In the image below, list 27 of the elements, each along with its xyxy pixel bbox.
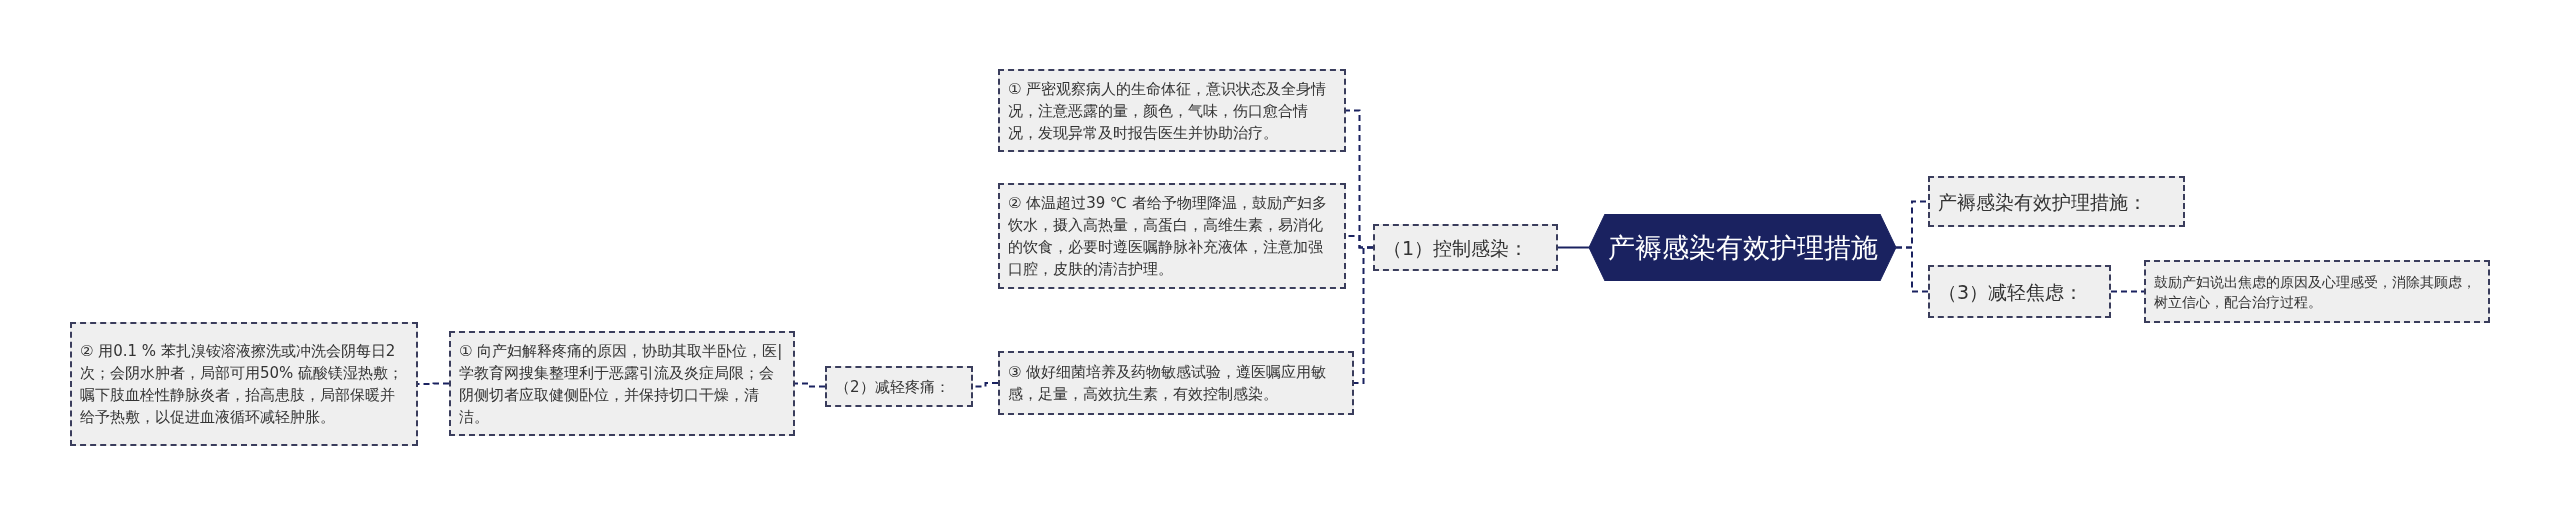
connector-line bbox=[2110, 290, 2145, 293]
connector-line bbox=[1557, 246, 1590, 249]
node-text: （3）减轻焦虑： bbox=[1938, 280, 2084, 303]
node-text: 鼓励产妇说出焦虑的原因及心理感受，消除其顾虑，树立信心，配合治疗过程。 bbox=[2154, 272, 2477, 312]
note-box bbox=[998, 69, 1346, 152]
connector-line bbox=[794, 382, 826, 388]
node-text: ② 用0.1 % 苯扎溴铵溶液擦洗或冲洗会阴每日2 次；会阴水肿者，局部可用50% 硫酸镁湿热敷；嘱下肢血栓性静脉炎者，抬高患肢，局部保暖并给予热敷，以促进血液循环减轻肿胀。 bbox=[80, 341, 405, 428]
topic-box bbox=[825, 366, 973, 407]
topic-box bbox=[1928, 176, 2185, 227]
note-box bbox=[998, 351, 1354, 415]
topic-box bbox=[1373, 224, 1558, 271]
node-text: ① 严密观察病人的生命体征，意识状态及全身情况，注意恶露的量，颜色，气味，伤口愈合情况，发现异常及时报告医生并协助治疗。 bbox=[1008, 78, 1328, 144]
node-text: （1）控制感染： bbox=[1383, 236, 1529, 259]
central-topic-hexagon bbox=[1589, 214, 1896, 281]
note-box bbox=[998, 183, 1346, 289]
connector-line bbox=[1895, 246, 1929, 293]
node-text: 产褥感染有效护理措施： bbox=[1938, 190, 2147, 213]
connector-line bbox=[1353, 246, 1374, 384]
note-box bbox=[70, 322, 418, 446]
note-box bbox=[2144, 260, 2490, 323]
topic-box bbox=[1928, 265, 2111, 318]
node-text: ② 体温超过39 ℃ 者给予物理降温，鼓励产妇多饮水，摄入高热量，高蛋白，高维生素，易消化的饮食，必要时遵医嘱静脉补充液体，注意加强口腔，皮肤的清洁护理。 bbox=[1008, 193, 1328, 280]
node-text: ① 向产妇解释疼痛的原因，协助其取半卧位，医|学教育网搜集整理利于恶露引流及炎症局限；会阴侧切者应取健侧卧位，并保持切口干燥，清洁。 bbox=[459, 340, 784, 428]
topic-title: 产褥感染有效护理措施 bbox=[1607, 236, 1878, 259]
node-text: （2）减轻疼痛： bbox=[835, 376, 950, 398]
note-box bbox=[449, 331, 795, 436]
node-text: ③ 做好细菌培养及药物敏感试验，遵医嘱应用敏感，足量，高效抗生素，有效控制感染。 bbox=[1008, 362, 1328, 405]
